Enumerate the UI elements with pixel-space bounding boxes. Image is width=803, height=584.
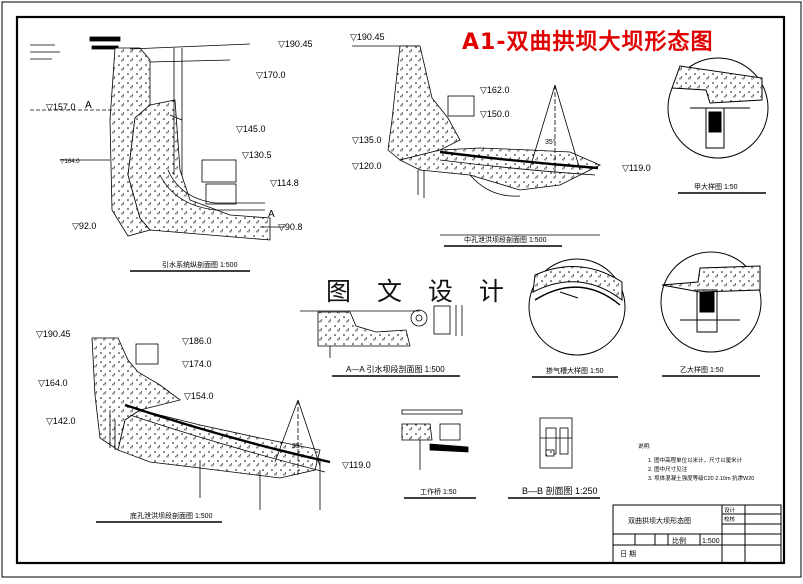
mid-outlet-section-drawing: [352, 45, 601, 236]
note-line: 2. 图中尺寸见注: [648, 465, 688, 473]
angle-label: 35°: [292, 442, 303, 450]
elev-label: ▽130.5: [242, 150, 271, 160]
drawing-title: A1-双曲拱坝大坝形态图: [462, 30, 714, 55]
note-line: 3. 坝体混凝土强度等级C20 2.10m 抗渗W20: [648, 474, 754, 482]
elev-label: ▽157.0: [46, 102, 75, 112]
check-label: 校核: [724, 515, 736, 523]
note-line: 1. 图中高程单位以米计，尺寸以厘米计: [648, 456, 743, 464]
elev-label: ▽186.0: [182, 336, 211, 346]
work-bridge-drawing: [401, 409, 469, 470]
title-block: [612, 504, 782, 564]
a-a-section-drawing: [300, 305, 463, 358]
elevation-labels: ▽190.45 ▽170.0 ▽157.0 ▽145.0 ▽130.5 ▽114…: [36, 32, 651, 470]
date-label: 日 期: [620, 550, 636, 558]
elev-label: ▽190.45: [278, 39, 312, 49]
elev-label: ▽135.0: [352, 135, 381, 145]
elev-label: ▽145.0: [236, 124, 265, 134]
elev-label: ▽164.0: [60, 159, 80, 165]
caption-work-bridge: 工作桥 1:50: [420, 487, 457, 496]
detail-b-circle: [660, 251, 762, 353]
elev-label: ▽162.0: [480, 85, 509, 95]
bottom-outlet-section-drawing: [91, 337, 331, 510]
watermark-text: 图 文 设 计: [326, 277, 513, 306]
elev-label: ▽150.0: [480, 109, 509, 119]
elev-label: ▽190.45: [36, 329, 70, 339]
notes-block: 说明: 1. 图中高程单位以米计，尺寸以厘米计 2. 图中尺寸见注 3. 坝体混…: [638, 442, 754, 482]
caption-detail-a: 甲大样图 1:50: [694, 182, 738, 191]
caption-mid-outlet: 中孔泄洪坝段剖面图 1:500: [464, 235, 547, 244]
notes-heading: 说明:: [638, 442, 651, 450]
elev-label: ▽142.0: [46, 416, 75, 426]
elev-label: ▽190.45: [350, 32, 384, 42]
caption-intake: 引水系统纵剖面图 1:500: [162, 260, 238, 269]
elev-label: ▽119.0: [622, 163, 651, 173]
drawing-name: 双曲拱坝大坝形态图: [628, 516, 691, 525]
angle-label: 35°: [545, 138, 556, 146]
caption-bottom-outlet: 底孔泄洪坝段剖面图 1:500: [130, 511, 213, 520]
aerator-detail-circle: [528, 258, 626, 356]
elev-label: ▽174.0: [182, 359, 211, 369]
title-block-text: 双曲拱坝大坝形态图 设计 校核 比例 1:500 日 期: [620, 506, 736, 558]
elev-label: ▽119.0: [342, 460, 371, 470]
elev-label: ▽120.0: [352, 161, 381, 171]
elev-label: ▽90.8: [278, 222, 302, 232]
elev-label: ▽154.0: [184, 391, 213, 401]
elev-label: ▽114.8: [270, 178, 299, 188]
elev-label: ▽92.0: [72, 221, 96, 231]
intake-section-drawing: [30, 36, 285, 241]
b-b-section-drawing: [539, 417, 573, 469]
design-label: 设计: [724, 506, 736, 514]
scale-value: 1:500: [702, 538, 720, 545]
elev-label: ▽170.0: [256, 70, 285, 80]
caption-detail-b: 乙大样图 1:50: [680, 365, 724, 374]
section-mark-a: A: [268, 209, 275, 220]
detail-a-circle: [667, 57, 769, 159]
drawing-captions: 引水系统纵剖面图 1:500 中孔泄洪坝段剖面图 1:500 底孔泄洪坝段剖面图…: [96, 182, 766, 523]
caption-b-b: B—B 剖面图 1:250: [522, 485, 598, 496]
section-mark-a: A: [85, 100, 92, 111]
scale-label: 比例: [672, 536, 686, 545]
caption-aerator: 掺气槽大样图 1:50: [546, 366, 604, 375]
elev-label: ▽164.0: [38, 378, 67, 388]
caption-a-a: A—A 引水坝段剖面图 1:500: [346, 364, 445, 374]
inner-border: [15, 15, 786, 565]
